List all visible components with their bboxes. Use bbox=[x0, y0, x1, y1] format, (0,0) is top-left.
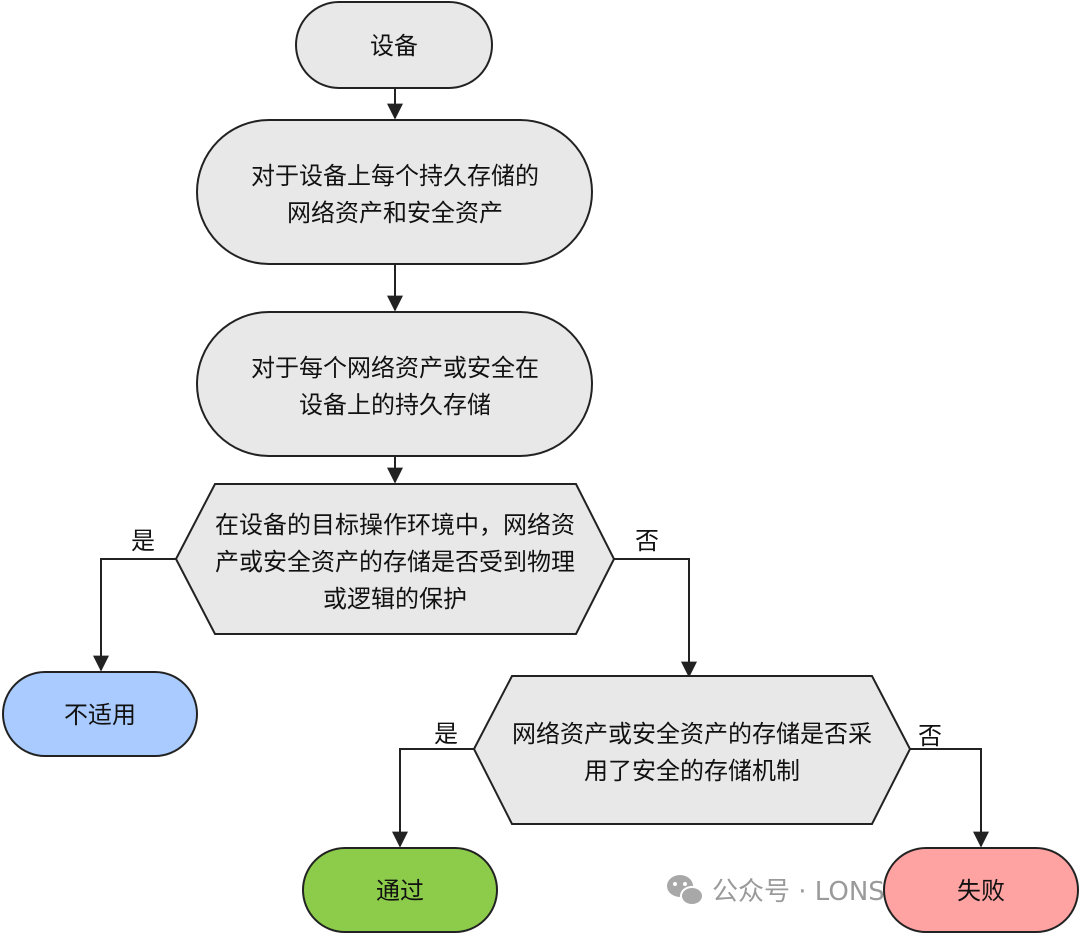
step2-node-line-1: 对于每个网络资产或安全在 bbox=[251, 354, 539, 382]
step2-node-shape bbox=[196, 311, 593, 457]
start-node: 设备 bbox=[295, 1, 493, 89]
decision2-node-line-2: 用了安全的存储机制 bbox=[584, 757, 800, 785]
step2-node-line-2: 设备上的持久存储 bbox=[299, 391, 491, 419]
fail-node-shape bbox=[883, 847, 1079, 933]
step1-node-shape bbox=[196, 119, 593, 265]
decision1-no-label: 否 bbox=[635, 527, 659, 555]
edge-decision1-yes bbox=[93, 558, 176, 672]
start-node-label: 设备 bbox=[370, 32, 418, 60]
fail-node-label: 失败 bbox=[957, 877, 1005, 905]
step1-node-line-2: 网络资产和安全资产 bbox=[287, 199, 503, 227]
edge-decision2-no bbox=[910, 748, 989, 848]
decision2-no-label: 否 bbox=[918, 722, 942, 750]
step1-node: 对于设备上每个持久存储的 网络资产和安全资产 bbox=[196, 119, 593, 265]
not-applicable-node: 不适用 bbox=[2, 671, 198, 757]
decision2-node: 网络资产或安全资产的存储是否采 用了安全的存储机制 bbox=[472, 675, 912, 825]
fail-node: 失败 bbox=[883, 847, 1079, 933]
step1-node-line-1: 对于设备上每个持久存储的 bbox=[251, 162, 539, 190]
not-applicable-node-label: 不适用 bbox=[64, 701, 136, 729]
decision1-node-line-3: 或逻辑的保护 bbox=[323, 585, 467, 613]
decision2-node-shape bbox=[472, 675, 912, 825]
pass-node-label: 通过 bbox=[376, 877, 424, 905]
step2-node: 对于每个网络资产或安全在 设备上的持久存储 bbox=[196, 311, 593, 457]
edge-decision2-yes bbox=[392, 748, 474, 848]
decision2-yes-label: 是 bbox=[434, 720, 458, 748]
decision2-node-line-1: 网络资产或安全资产的存储是否采 bbox=[512, 720, 872, 748]
not-applicable-node-shape bbox=[2, 671, 198, 757]
connectors bbox=[93, 88, 989, 848]
decision1-node-line-2: 产或安全资产的存储是否受到物理 bbox=[215, 548, 575, 576]
decision1-node-shape bbox=[174, 483, 616, 635]
pass-node-shape bbox=[302, 847, 498, 933]
pass-node: 通过 bbox=[302, 847, 498, 933]
decision1-yes-label: 是 bbox=[131, 527, 155, 555]
decision1-node-line-1: 在设备的目标操作环境中，网络资 bbox=[215, 511, 575, 539]
wechat-icon bbox=[667, 875, 704, 906]
start-node-shape bbox=[295, 1, 493, 89]
edge-decision1-no bbox=[614, 558, 697, 678]
decision1-node: 在设备的目标操作环境中，网络资 产或安全资产的存储是否受到物理 或逻辑的保护 bbox=[174, 483, 616, 635]
